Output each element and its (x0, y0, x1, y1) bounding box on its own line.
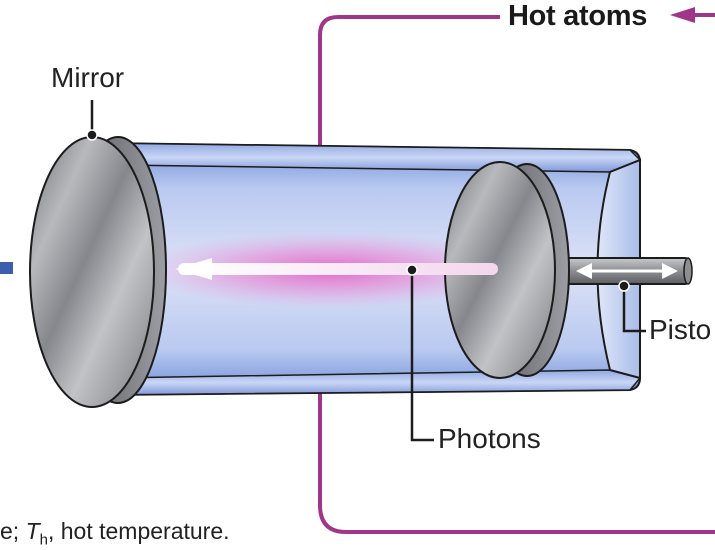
caption-prefix: e; (0, 518, 26, 544)
photon-beam (178, 263, 498, 275)
caption-text: e; Th, hot temperature. (0, 518, 230, 549)
mirror-disk (29, 136, 155, 408)
photon-beam-arrowhead (175, 258, 212, 280)
mirror-label: Mirror (51, 62, 125, 93)
hot-atoms-inlet-arrowhead (670, 7, 695, 23)
piston-motion-arrow-right (662, 263, 678, 279)
mirror-leader-dot (86, 129, 98, 141)
photons-leader (410, 270, 434, 442)
caption-suffix: , hot temperature. (47, 518, 230, 544)
left-edge-marker (0, 262, 13, 274)
hot-atoms-label: Hot atoms (508, 0, 648, 32)
piston-rod-end (683, 257, 693, 285)
piston-label: Pisto (649, 314, 712, 345)
hot-atoms-feed-line (318, 15, 500, 210)
caption-subscript: h (39, 531, 48, 549)
return-line (318, 300, 715, 534)
piston-leader (622, 286, 646, 333)
photons-leader-dot (406, 264, 418, 276)
photons-label: Photons (438, 423, 541, 454)
piston-leader-dot (618, 280, 630, 292)
caption-symbol: T (25, 518, 40, 544)
piston-motion-arrow-left (576, 263, 592, 279)
